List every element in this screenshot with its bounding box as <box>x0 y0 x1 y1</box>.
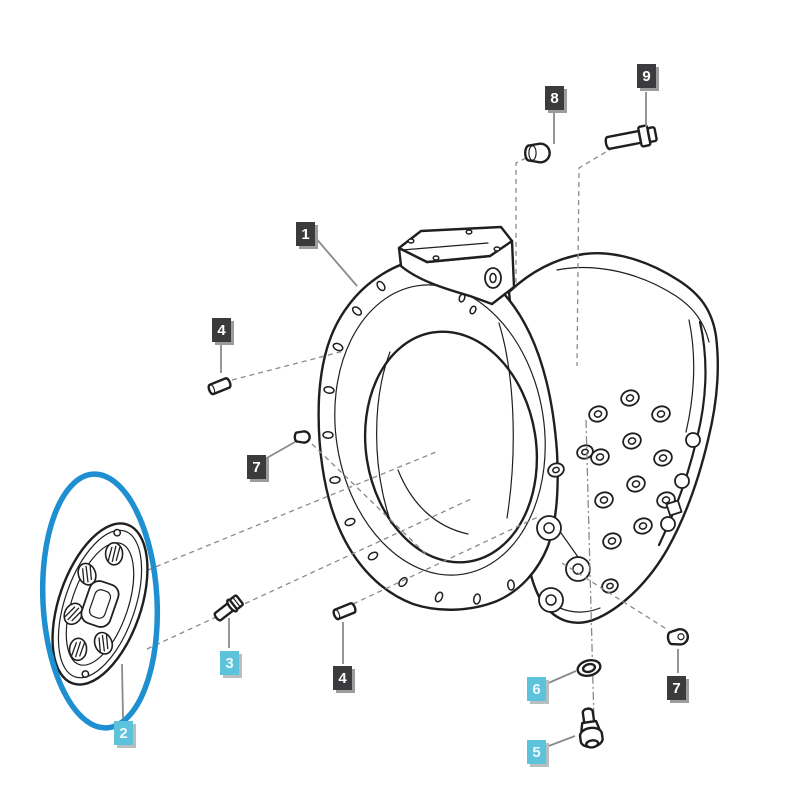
callout-7-10[interactable]: 7 <box>667 676 686 700</box>
part-6-washer <box>576 659 602 677</box>
highlight-ellipse <box>39 471 161 731</box>
callout-3-6[interactable]: 3 <box>220 651 239 675</box>
part-3-bolt <box>213 594 244 622</box>
leader-lines <box>121 92 679 748</box>
callout-1-0[interactable]: 1 <box>296 222 315 246</box>
alignment-lines <box>130 142 669 723</box>
callout-9-4[interactable]: 9 <box>637 64 656 88</box>
callout-4-1[interactable]: 4 <box>212 318 231 342</box>
case-bosses <box>588 389 683 550</box>
callout-2-5[interactable]: 2 <box>114 721 133 745</box>
callout-7-2[interactable]: 7 <box>247 455 266 479</box>
junction-lugs <box>536 444 619 613</box>
callout-8-3[interactable]: 8 <box>545 86 564 110</box>
part-5-drain-plug <box>578 707 604 749</box>
clutch-disc <box>51 522 149 686</box>
top-bracket <box>397 225 516 306</box>
part-7-plug-left <box>293 430 311 444</box>
part-4-pin-bottom <box>332 602 357 621</box>
part-7-plug-right <box>666 628 689 646</box>
callout-6-8[interactable]: 6 <box>527 677 546 701</box>
part-8-plug <box>524 142 551 164</box>
callout-4-7[interactable]: 4 <box>333 666 352 690</box>
callout-5-9[interactable]: 5 <box>527 740 546 764</box>
part-9-bolt <box>604 124 658 151</box>
part-4-pin-top <box>207 377 232 396</box>
clutch-housing <box>317 225 559 611</box>
